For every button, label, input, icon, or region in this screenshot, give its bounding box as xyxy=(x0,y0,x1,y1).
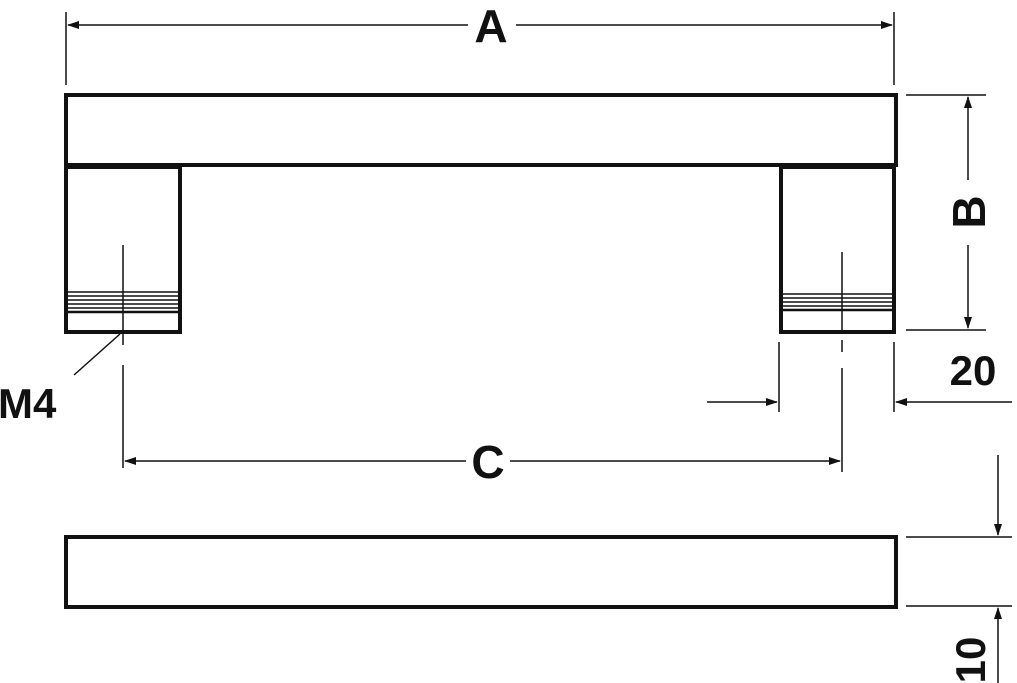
left-thread-hatch xyxy=(68,291,178,314)
handle-top-bar xyxy=(64,93,898,167)
label-c: C xyxy=(471,436,504,488)
right-thread-hatch xyxy=(783,293,892,312)
label-b: B xyxy=(943,195,995,228)
right-leg xyxy=(779,165,896,334)
label-m4: M4 xyxy=(0,380,57,427)
label-20: 20 xyxy=(950,347,997,394)
label-a: A xyxy=(474,0,507,52)
side-view-bar xyxy=(64,535,898,609)
label-10: 10 xyxy=(947,637,994,683)
m4-leader-line xyxy=(73,333,121,376)
